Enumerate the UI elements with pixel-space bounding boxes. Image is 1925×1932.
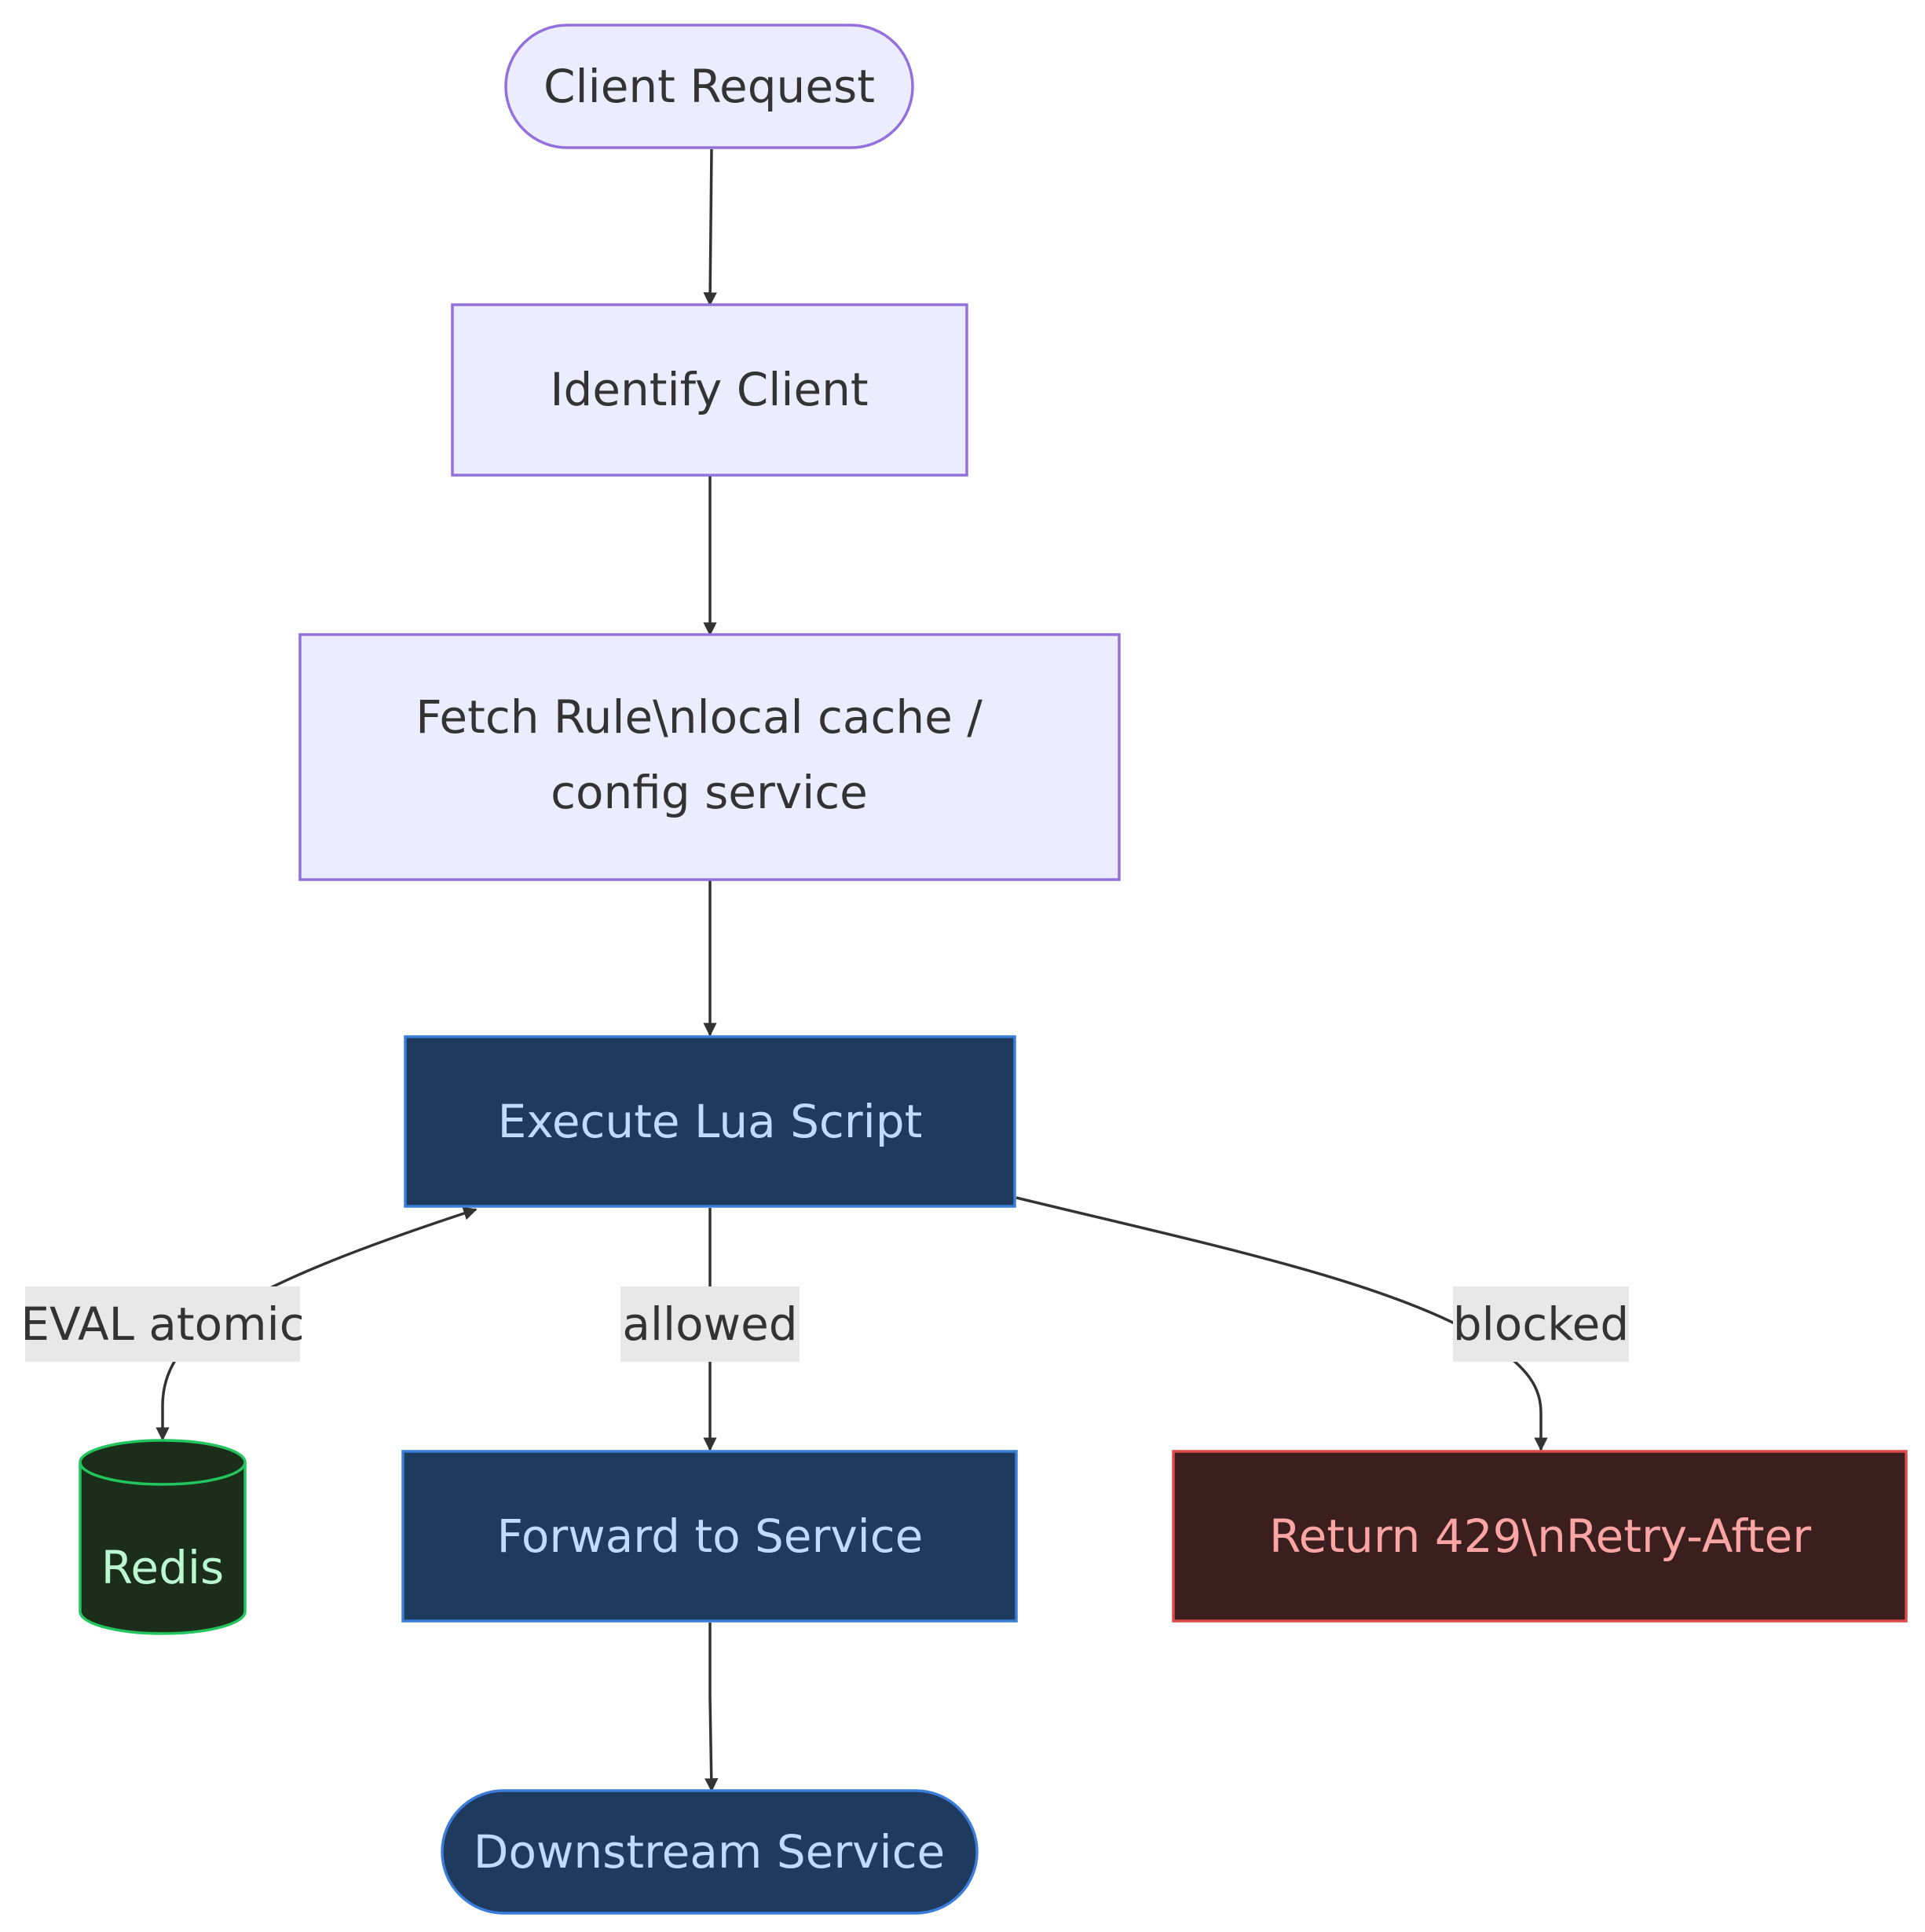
edge-label-eval-atomic-text: EVAL atomic: [20, 1297, 304, 1351]
node-forward-to-service-label: Forward to Service: [497, 1509, 924, 1563]
node-redis-database[interactable]: Redis: [79, 1439, 247, 1635]
node-downstream-service[interactable]: Downstream Service: [441, 1789, 979, 1915]
node-downstream-service-label: Downstream Service: [474, 1825, 945, 1879]
node-fetch-rule[interactable]: Fetch Rule\nlocal cache / config service: [298, 633, 1121, 881]
node-forward-to-service[interactable]: Forward to Service: [401, 1450, 1018, 1623]
edge-label-allowed-text: allowed: [622, 1297, 797, 1351]
node-fetch-rule-label-line2: config service: [551, 766, 868, 819]
edge-label-allowed: allowed: [620, 1286, 800, 1362]
edge-label-eval-atomic: EVAL atomic: [20, 1286, 305, 1362]
node-identify-client-label: Identify Client: [550, 363, 868, 416]
node-return-429-label: Return 429\nRetry-After: [1269, 1509, 1811, 1563]
edge-client-to-identify: [703, 148, 717, 306]
node-redis-label: Redis: [101, 1541, 225, 1594]
node-client-request[interactable]: Client Request: [504, 24, 914, 149]
edge-label-blocked: blocked: [1453, 1286, 1629, 1362]
node-client-request-label: Client Request: [543, 60, 875, 113]
edge-label-blocked-text: blocked: [1453, 1297, 1629, 1351]
edge-forward-to-downstream: [704, 1623, 719, 1792]
node-fetch-rule-label-line1: Fetch Rule\nlocal cache /: [415, 690, 983, 744]
node-execute-lua-script[interactable]: Execute Lua Script: [404, 1035, 1016, 1208]
node-execute-lua-script-label: Execute Lua Script: [498, 1095, 923, 1148]
node-return-429[interactable]: Return 429\nRetry-After: [1172, 1450, 1908, 1623]
node-identify-client[interactable]: Identify Client: [451, 303, 968, 477]
edge-execute-to-return: [1016, 1196, 1548, 1451]
